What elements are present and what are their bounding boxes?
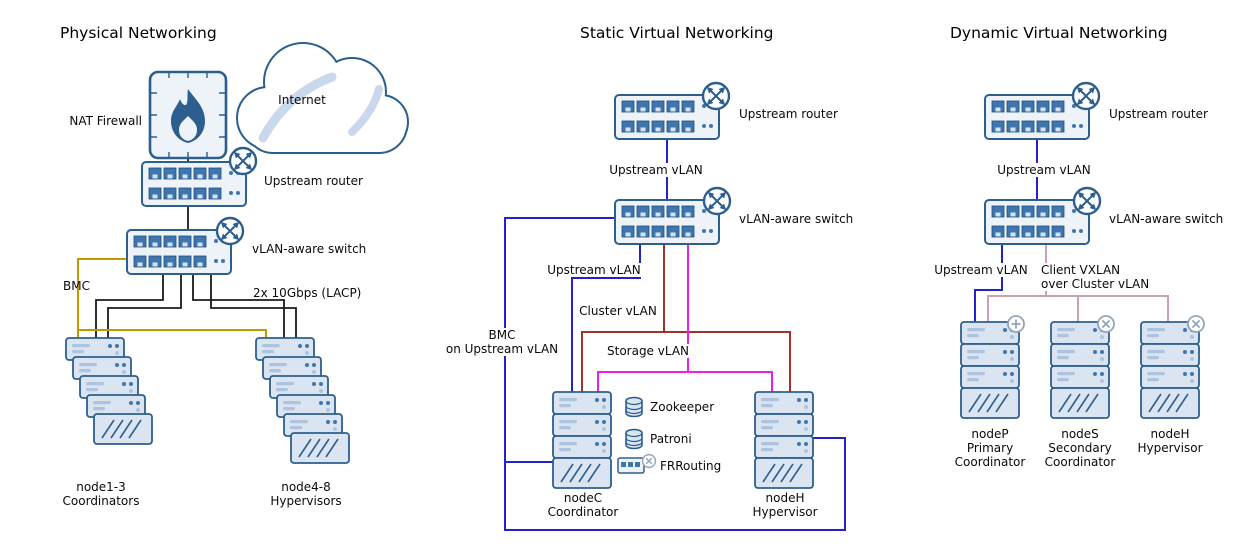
upstream-vlan-label-static: Upstream vLAN [544, 263, 644, 277]
nodep-label: Primary [966, 441, 1014, 455]
cluster-vlan-links [581, 244, 791, 400]
panel-title-physical: Physical Networking [60, 24, 217, 42]
nat-firewall-box [148, 70, 228, 160]
nodeh-label-dynamic: Hypervisor [1137, 441, 1203, 455]
bmc-upstream-label: on Upstream vLAN [442, 342, 562, 356]
frrouting-label: FRRouting [660, 459, 722, 473]
nodec-label: Coordinator [547, 505, 619, 519]
nodeh-label-static: nodeH [765, 491, 805, 505]
upstream-router-label-static: Upstream router [739, 107, 838, 121]
patroni-database-icon [625, 428, 643, 450]
router-arrows-icon [228, 146, 258, 176]
router-arrows-icon [701, 81, 731, 111]
cluster-vlan-label: Cluster vLAN [576, 304, 660, 318]
nodec-label: nodeC [563, 491, 603, 505]
nat-firewall-label: NAT Firewall [69, 114, 142, 128]
frrouting-switch-icon [617, 457, 645, 474]
bmc-upstream-vlan-link [504, 217, 846, 531]
upstream-vlan-label-dynamic: Upstream vLAN [931, 263, 1031, 277]
hypervisors-label: Hypervisors [270, 494, 342, 508]
client-vxlan-label: Client VXLAN [1038, 263, 1124, 277]
upstream-vlan-trunk-label-dynamic: Upstream vLAN [994, 163, 1094, 177]
hypervisor-node-stack [255, 337, 350, 464]
nodes-label: Secondary [1048, 441, 1112, 455]
lacp-label: 2x 10Gbps (LACP) [253, 286, 362, 300]
frrouting-x-circle-icon [641, 453, 657, 469]
vlan-switch-physical [127, 230, 231, 274]
router-arrows-icon [1071, 81, 1101, 111]
upstream-router-physical [142, 162, 246, 206]
upstream-router-label-physical: Upstream router [264, 174, 363, 188]
bmc-upstream-label: BMC [485, 328, 519, 342]
nodep-server [961, 322, 1019, 418]
panel-title-static: Static Virtual Networking [580, 24, 774, 42]
client-vxlan-label: over Cluster vLAN [1038, 277, 1153, 291]
panel-title-dynamic: Dynamic Virtual Networking [950, 24, 1168, 42]
storage-vlan-label: Storage vLAN [603, 344, 693, 358]
router-arrows-icon [215, 216, 245, 246]
vlan-switch-label-static: vLAN-aware switch [739, 212, 854, 226]
upstream-vlan-link-static [571, 244, 641, 400]
nodec-server [553, 392, 611, 488]
patroni-label: Patroni [650, 432, 692, 446]
router-arrows-icon [702, 186, 732, 216]
vlan-switch-static [615, 200, 719, 244]
coordinator-node-stack [65, 337, 153, 445]
firewall-flame-icon [171, 89, 205, 143]
router-arrows-icon [1072, 186, 1102, 216]
nodeh-server-static [755, 392, 813, 488]
physical-links [95, 158, 297, 362]
nodes-label: nodeS [1061, 427, 1099, 441]
vlan-switch-label-physical: vLAN-aware switch [252, 242, 367, 256]
coordinators-label: Coordinators [62, 494, 140, 508]
zookeeper-database-icon [625, 396, 643, 418]
nodeh-label-dynamic: nodeH [1150, 427, 1190, 441]
nodeh-server-dynamic [1141, 322, 1199, 418]
upstream-vlan-trunk-label-static: Upstream vLAN [606, 163, 706, 177]
nodeh-label-static: Hypervisor [752, 505, 818, 519]
vlan-switch-dynamic [985, 200, 1089, 244]
nodep-label: Coordinator [954, 455, 1026, 469]
zookeeper-label: Zookeeper [650, 400, 715, 414]
hypervisors-label: node4-8 [281, 480, 331, 494]
x-circle-icon [1097, 315, 1115, 333]
upstream-router-label-dynamic: Upstream router [1109, 107, 1208, 121]
bmc-label: BMC [63, 279, 90, 293]
internet-label: Internet [278, 93, 326, 107]
nodes-label: Coordinator [1044, 455, 1116, 469]
x-circle-icon [1187, 315, 1205, 333]
nodep-label: nodeP [971, 427, 1009, 441]
coordinators-label: node1-3 [76, 480, 126, 494]
internet-cloud-icon [236, 42, 409, 154]
plus-circle-icon [1007, 315, 1025, 333]
vlan-switch-label-dynamic: vLAN-aware switch [1109, 212, 1224, 226]
nodes-server [1051, 322, 1109, 418]
